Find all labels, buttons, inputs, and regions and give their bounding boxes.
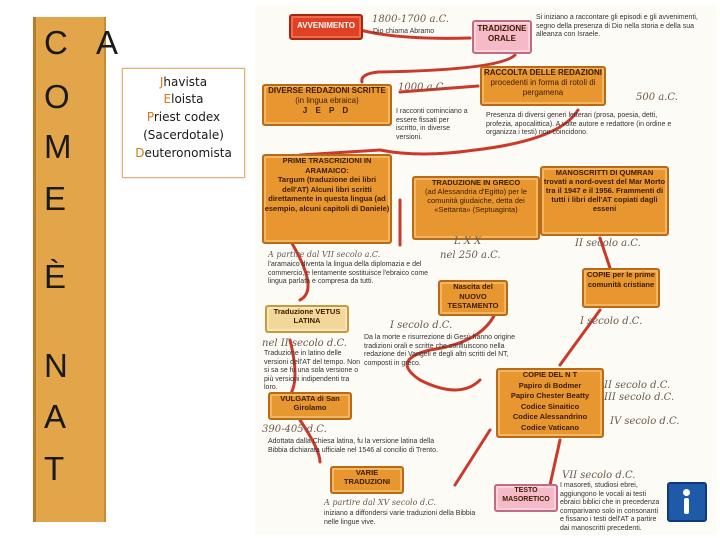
node-copie: COPIE per le prime comunità cristiane	[582, 268, 660, 308]
date-label: I secolo d.C.	[390, 320, 453, 331]
node-varie-traduzioni: VARIE TRADUZIONI	[330, 466, 404, 494]
node-diverse-redazioni: DIVERSE REDAZIONI SCRITTE (in lingua ebr…	[262, 84, 392, 126]
codex-item: Codice Alessandrino	[512, 412, 588, 421]
note-latino: Traduzione in latino delle versioni dell…	[264, 350, 361, 391]
note-masoreti: I masoreti, studiosi ebrei, aggiungono l…	[560, 482, 660, 532]
date-label: III secolo d.C.	[604, 392, 675, 403]
node-testo-masoretico: TESTO MASORETICO	[494, 484, 558, 512]
date-label: A partire dal XV secolo d.C.	[324, 498, 437, 507]
title-letter: È	[44, 258, 67, 295]
codex-item: Codice Vaticano	[521, 422, 579, 432]
info-icon-bar	[684, 498, 689, 514]
title-letter: T	[44, 450, 65, 487]
title-letter: M	[44, 128, 72, 165]
info-icon-dot	[683, 489, 690, 496]
title-letter: C	[44, 24, 68, 61]
lxx-label: L X X	[454, 236, 482, 247]
arrow	[360, 53, 517, 84]
sources-box: Jhavista Eloista Priest codex (Sacerdota…	[122, 68, 245, 178]
node-vulgata: VULGATA di San Girolamo	[268, 392, 352, 420]
note-racconti: I racconti cominciano a essere fissati p…	[396, 108, 468, 141]
date-label: I secolo d.C.	[580, 316, 643, 327]
title-letter: N	[44, 347, 68, 384]
node-copie-nt: COPIE DEL N T Papiro di Bodmer Papiro Ch…	[496, 368, 604, 438]
info-icon[interactable]	[667, 482, 707, 522]
source-p: Priest codex	[146, 110, 221, 124]
note-generi: Presenza di diversi generi letterari (pr…	[486, 112, 672, 136]
arrow	[558, 308, 602, 367]
title-letter: E	[44, 180, 67, 217]
note-traduzioni: iniziano a diffondersi varie traduzioni …	[324, 510, 476, 526]
node-qumran: MANOSCRITTI DI QUMRAN trovati a nord-ove…	[540, 166, 669, 236]
note-nt: Da la morte e risurrezione di Gesù hanno…	[364, 334, 515, 367]
source-e: Eloista	[163, 92, 204, 106]
date-label: II secolo d.C.	[604, 380, 671, 391]
node-avvenimento: AVVENIMENTO	[289, 14, 363, 40]
date-label: 390-405 d.C.	[262, 424, 327, 435]
title-bar	[33, 17, 106, 522]
arrow	[358, 28, 472, 40]
title-letter: A	[44, 398, 67, 435]
codex-item: Papiro Chester Beatty	[510, 391, 590, 400]
date-label: IV secolo d.C.	[610, 416, 680, 427]
node-vetus-latina: Traduzione VETUS LATINA	[265, 305, 349, 333]
codex-item: Codice Sinaitico	[520, 401, 580, 411]
arrow	[398, 84, 480, 94]
note-aramaico: l'aramaico diventa la lingua della diplo…	[268, 261, 429, 285]
title-letter: O	[44, 78, 70, 115]
arrow	[288, 238, 310, 302]
date-label: 1800-1700 a.C.	[372, 14, 450, 25]
arrow	[453, 428, 492, 487]
source-j: Jhavista	[159, 75, 208, 89]
note-abramo: Dio chiama Abramo	[373, 28, 435, 35]
node-targum: PRIME TRASCRIZIONI IN ARAMAICO: Targum (…	[262, 154, 392, 244]
codex-item: Papiro di Bodmer	[518, 380, 582, 390]
node-traduzione-greco: TRADUZIONE IN GRECO (ad Alessandria d'Eg…	[412, 176, 540, 240]
date-label: 1000 a.C.	[398, 82, 447, 93]
arrow	[405, 288, 502, 392]
node-nascita-nt: Nascita del NUOVO TESTAMENTO	[438, 280, 508, 316]
date-label: nel II secolo d.C.	[262, 338, 347, 349]
date-label: nel 250 a.C.	[440, 250, 501, 261]
note-vulgata: Adottata dalla Chiesa latina, fu la vers…	[268, 438, 438, 454]
node-raccolta: RACCOLTA DELLE REDAZIONI procedenti in f…	[480, 66, 606, 106]
title-letter-horizontal: A	[96, 24, 119, 61]
node-tradizione-orale: TRADIZIONE ORALE	[472, 20, 532, 54]
date-label: VII secolo d.C.	[562, 470, 636, 481]
arrow	[298, 108, 580, 157]
note-intro: Si iniziano a raccontare gli episodi e g…	[536, 14, 698, 38]
arrow	[298, 418, 322, 464]
source-p-sub: (Sacerdotale)	[143, 128, 224, 142]
arrow	[548, 438, 562, 487]
date-label: 500 a.C.	[636, 92, 678, 103]
source-d: Deuteronomista	[135, 146, 232, 160]
date-label: II secolo a.C.	[575, 238, 641, 249]
date-label: A partire dal VII secolo a.C.	[268, 250, 381, 259]
arrow	[598, 236, 612, 270]
